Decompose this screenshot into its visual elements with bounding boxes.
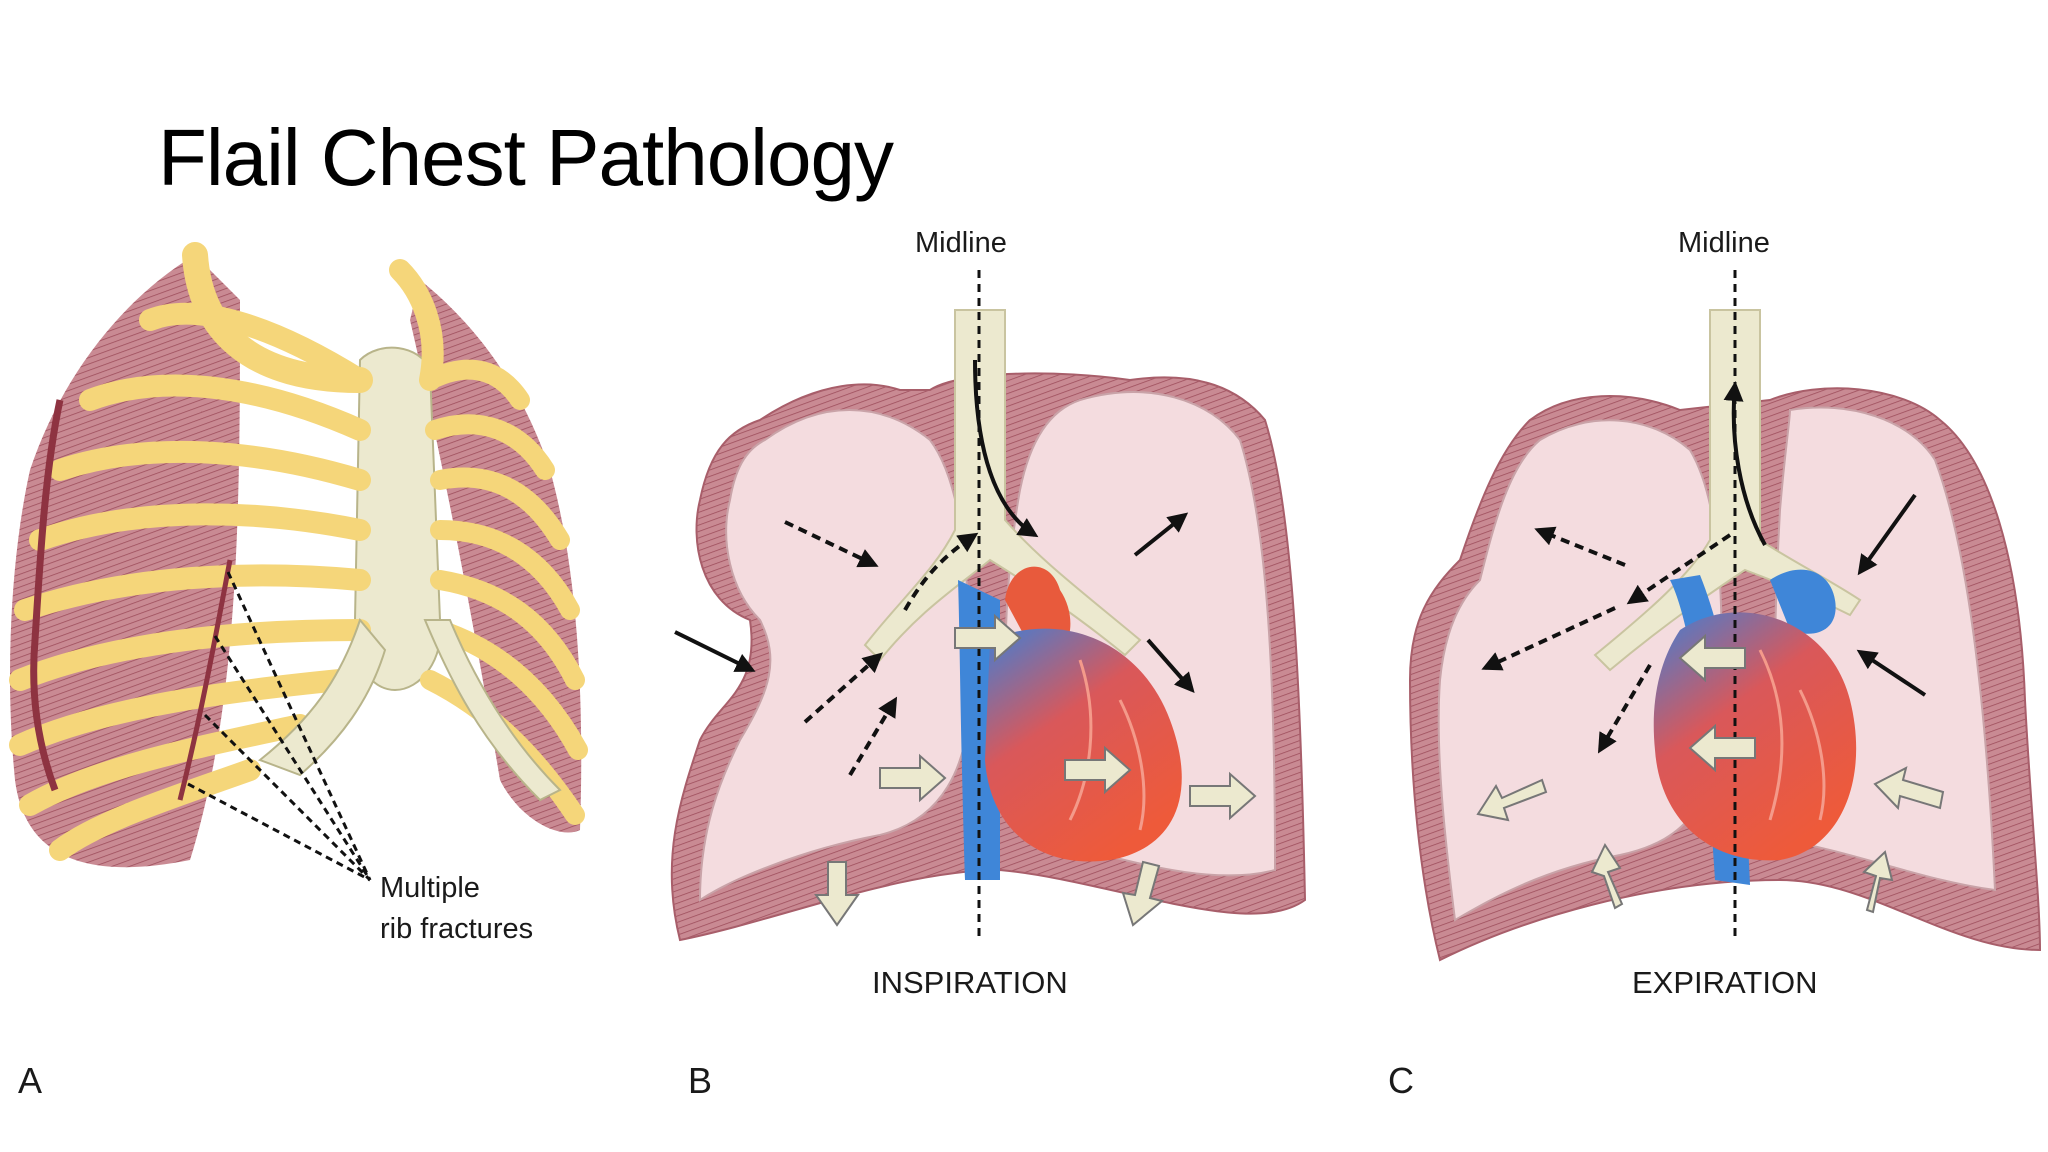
- panel-c-letter: C: [1388, 1060, 1414, 1101]
- panel-a-annotation-line2: rib fractures: [380, 913, 533, 945]
- panel-b-letter: B: [688, 1060, 712, 1101]
- panel-b-midline-label: Midline: [915, 227, 1007, 259]
- panel-a-annotation-line1: Multiple: [380, 872, 480, 904]
- panel-c-caption: EXPIRATION: [1632, 965, 1817, 1000]
- panel-b-caption: INSPIRATION: [872, 965, 1068, 1000]
- panel-a-letter: A: [18, 1060, 42, 1101]
- panel-a-rib-cage: Multiple rib fractures A: [9, 242, 588, 1101]
- panel-b-inspiration: Midline INSPIRATION B: [670, 227, 1307, 1101]
- slide-title: Flail Chest Pathology: [158, 113, 894, 202]
- panel-c-midline-label: Midline: [1678, 227, 1770, 259]
- panel-c-expiration: Midline EXPIRATION C: [1388, 227, 2042, 1101]
